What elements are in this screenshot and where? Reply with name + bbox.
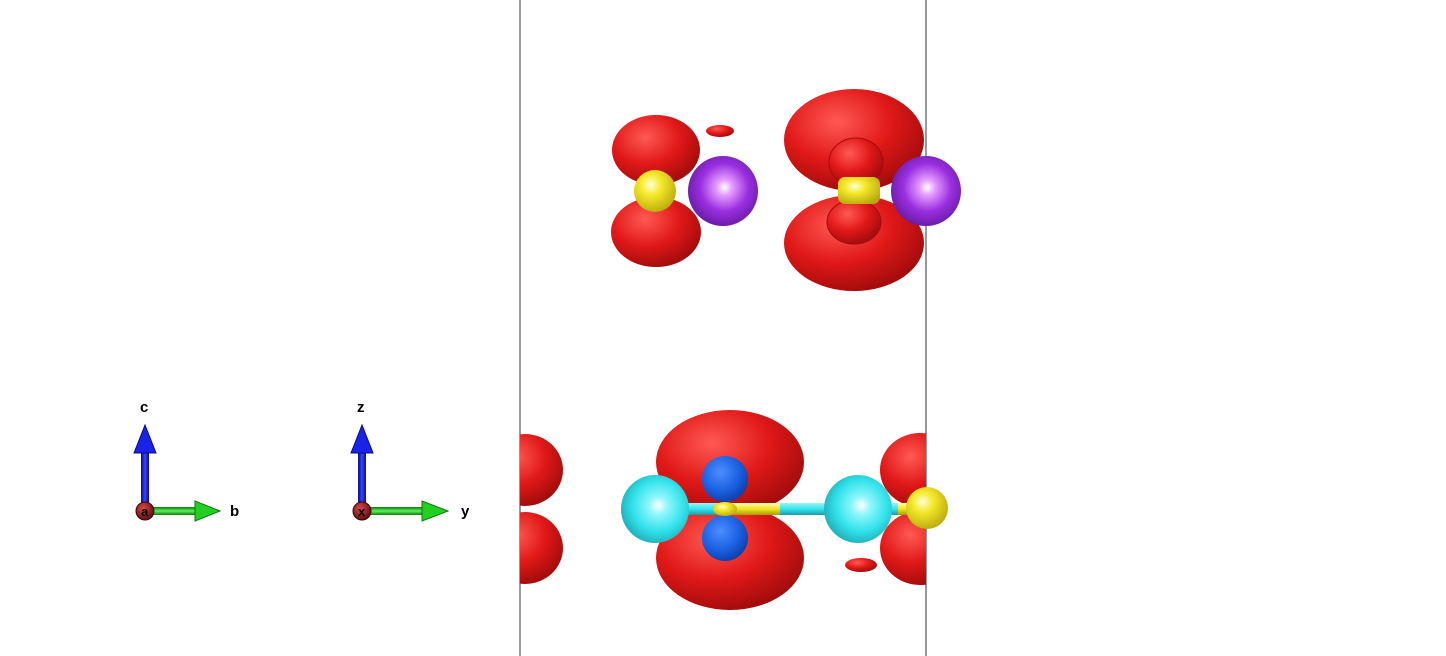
axis-vertical-label: z xyxy=(357,399,365,416)
isosurface-lobe xyxy=(611,197,701,267)
axis-vertical-shaft xyxy=(141,451,149,508)
atom-yellow[interactable] xyxy=(713,502,737,516)
isosurface-lobe xyxy=(845,558,877,572)
axis-origin-label: x xyxy=(358,504,366,519)
axis-origin-marker xyxy=(135,501,155,521)
atom-cyan[interactable] xyxy=(824,475,892,543)
isosurface-lobe xyxy=(880,433,926,507)
axis-vertical-arrowhead xyxy=(350,423,374,454)
isosurface-lobe xyxy=(826,199,882,245)
atom-purple[interactable] xyxy=(891,156,961,226)
atom-cyan[interactable] xyxy=(621,475,689,543)
axis-horizontal-arrowhead xyxy=(421,500,450,522)
cartesian-axes-indicator: z y x xyxy=(350,399,470,522)
isosurface-lobe xyxy=(706,125,734,137)
isosurface-lobe xyxy=(520,434,563,506)
isosurface-lobe xyxy=(612,115,700,185)
atom-yellow[interactable] xyxy=(634,170,676,212)
atom-purple[interactable] xyxy=(688,156,758,226)
axis-vertical-arrowhead xyxy=(133,423,157,454)
isosurface-negative-lobe xyxy=(702,515,748,561)
bond xyxy=(680,503,720,515)
axis-horizontal-shaft xyxy=(364,507,424,515)
axis-vertical-shaft xyxy=(358,451,366,508)
isosurface-lobe xyxy=(520,512,563,584)
axis-origin-label: a xyxy=(141,504,149,519)
atom-yellow[interactable] xyxy=(838,177,880,204)
isosurface-lobe xyxy=(880,511,926,585)
axis-horizontal-arrowhead xyxy=(194,500,222,522)
atom-yellow[interactable] xyxy=(906,487,948,529)
axis-horizontal-shaft xyxy=(147,507,197,515)
crystal-axes-indicator: c b a xyxy=(133,399,239,522)
axis-horizontal-label: b xyxy=(230,503,239,520)
axis-vertical-label: c xyxy=(140,399,148,416)
isosurface-negative-lobe xyxy=(702,456,748,502)
axis-horizontal-label: y xyxy=(461,503,470,520)
axis-origin-marker xyxy=(352,501,372,521)
